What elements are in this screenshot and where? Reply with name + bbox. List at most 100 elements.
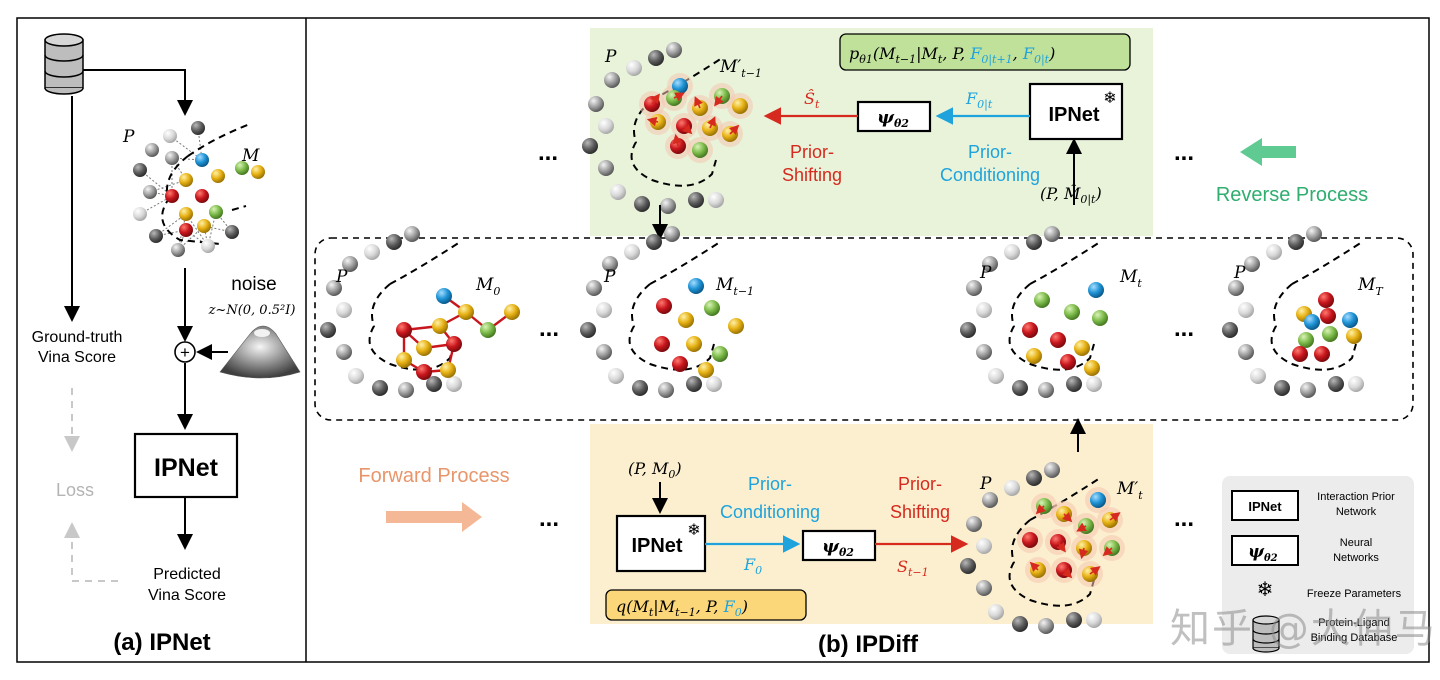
protein-atom (1348, 376, 1364, 392)
binding-pocket-boundary (630, 99, 717, 187)
binding-pocket-boundary (231, 205, 247, 211)
ligand-atom-yellow (1084, 360, 1100, 376)
outer-frame (16, 17, 1430, 663)
groundtruth-label-line2: Vina Score (38, 349, 116, 366)
reverse-psi-label: ψθ2 (877, 107, 909, 130)
protein-atom (1004, 244, 1020, 260)
binding-pocket-boundary (368, 283, 455, 371)
ligand-atom-blue (1090, 492, 1106, 508)
protein-atom (598, 160, 614, 176)
ligand-atom-yellow (197, 219, 211, 233)
protein-atom (364, 244, 380, 260)
protein-atom (598, 118, 614, 134)
protein-atom (1012, 380, 1028, 396)
binding-pocket-boundary (1008, 519, 1095, 607)
protein-atom (404, 226, 420, 242)
ligand-atom-yellow (440, 362, 456, 378)
ligand-atom-yellow (504, 304, 520, 320)
ligand-atom-blue (1304, 314, 1320, 330)
shift-arrow (1102, 546, 1113, 557)
protein-atom (1300, 382, 1316, 398)
state-ligand-label: M0 (475, 275, 500, 298)
protein-atom (632, 380, 648, 396)
shift-arrow (714, 95, 724, 107)
ligand-atom-red (1050, 332, 1066, 348)
reverse-freeze-icon: ❄ (1103, 90, 1116, 107)
protein-atom (586, 280, 602, 296)
groundtruth-label-line1: Ground-truth (32, 329, 123, 346)
protein-atom (326, 280, 342, 296)
ligand-atom-red (416, 364, 432, 380)
protein-atom (596, 344, 612, 360)
reverse-ipnet-box (1028, 82, 1124, 141)
panel-a-ligand-label: M (241, 146, 260, 166)
protein-atom (386, 234, 402, 250)
protein-atom (976, 302, 992, 318)
protein-atom (145, 143, 159, 157)
shift-arrow (1109, 512, 1121, 522)
ligand-atom-green (712, 346, 728, 362)
forward-input-label: (P, M0) (628, 459, 682, 481)
forward-formula: q(Mt|Mt−1, P, F0) (616, 597, 748, 619)
protein-atom (336, 302, 352, 318)
protein-atom (1306, 226, 1322, 242)
protein-atom (660, 198, 676, 214)
forward-protein-label: P (979, 474, 992, 494)
ligand-atom-yellow (432, 318, 448, 334)
noise-label: noise (231, 274, 276, 295)
shift-arrow (672, 133, 683, 147)
state-protein-label: P (603, 267, 616, 287)
protein-atom (1228, 280, 1244, 296)
binding-pocket-boundary (1291, 241, 1363, 285)
panel-b: pθ1(Mt−1|Mt, P, F0|t+1, F0|t) P M′t−1 ..… (314, 28, 1414, 658)
shift-arrow (1062, 512, 1073, 523)
reverse-formula-box (839, 33, 1131, 71)
ligand-atom-yellow (251, 165, 265, 179)
protein-atom (982, 256, 998, 272)
state-ligand-label: Mt (1119, 267, 1142, 290)
shift-arrow (1089, 566, 1101, 576)
forward-freeze-icon: ❄ (687, 522, 700, 539)
ligand-atom-red (1022, 322, 1038, 338)
protein-atom (1026, 234, 1042, 250)
protein-atom (372, 380, 388, 396)
protein-atom (960, 322, 976, 338)
protein-atom (133, 207, 147, 221)
ligand-atom-green (692, 142, 708, 158)
protein-atom (1238, 302, 1254, 318)
forward-formula-box (605, 589, 807, 621)
binding-pocket-boundary (1008, 283, 1095, 371)
legend-psi-desc-line1: Neural (1340, 537, 1372, 549)
binding-pocket-boundary (1270, 283, 1357, 371)
interaction-line (139, 169, 173, 197)
protein-atom (976, 344, 992, 360)
ligand-atom-red (1314, 346, 1330, 362)
protein-atom (171, 243, 185, 257)
protein-atom (666, 42, 682, 58)
ligand-atom-red (1022, 532, 1038, 548)
shift-arrow (646, 116, 659, 127)
ligand-atom-green (209, 205, 223, 219)
reverse-shift-label: Ŝt (804, 88, 820, 111)
forward-prior-shifting-line2: Shifting (890, 502, 950, 522)
reverse-psi-box (856, 100, 932, 133)
protein-atom (149, 229, 163, 243)
ligand-atom-yellow (698, 362, 714, 378)
protein-atom (582, 138, 598, 154)
predicted-to-loss-arrow (64, 522, 118, 582)
forward-psi-label: ψθ2 (822, 536, 854, 559)
legend-psi-desc-line2: Networks (1333, 552, 1379, 564)
reverse-prior-conditioning-line2: Conditioning (940, 165, 1040, 185)
shift-arrow (1062, 568, 1073, 579)
diffusion-states-container (314, 237, 1414, 421)
protein-atom (1004, 480, 1020, 496)
shift-arrow (650, 93, 660, 105)
binding-pocket-boundary (649, 241, 721, 285)
panel-a-ipnet-label: IPNet (154, 454, 219, 482)
protein-atom (580, 322, 596, 338)
ligand-atom-red (195, 189, 209, 203)
panel-a-protein-label: P (122, 127, 135, 147)
forward-shift-label: St−1 (897, 557, 929, 579)
protein-atom (336, 344, 352, 360)
protein-atom (604, 72, 620, 88)
